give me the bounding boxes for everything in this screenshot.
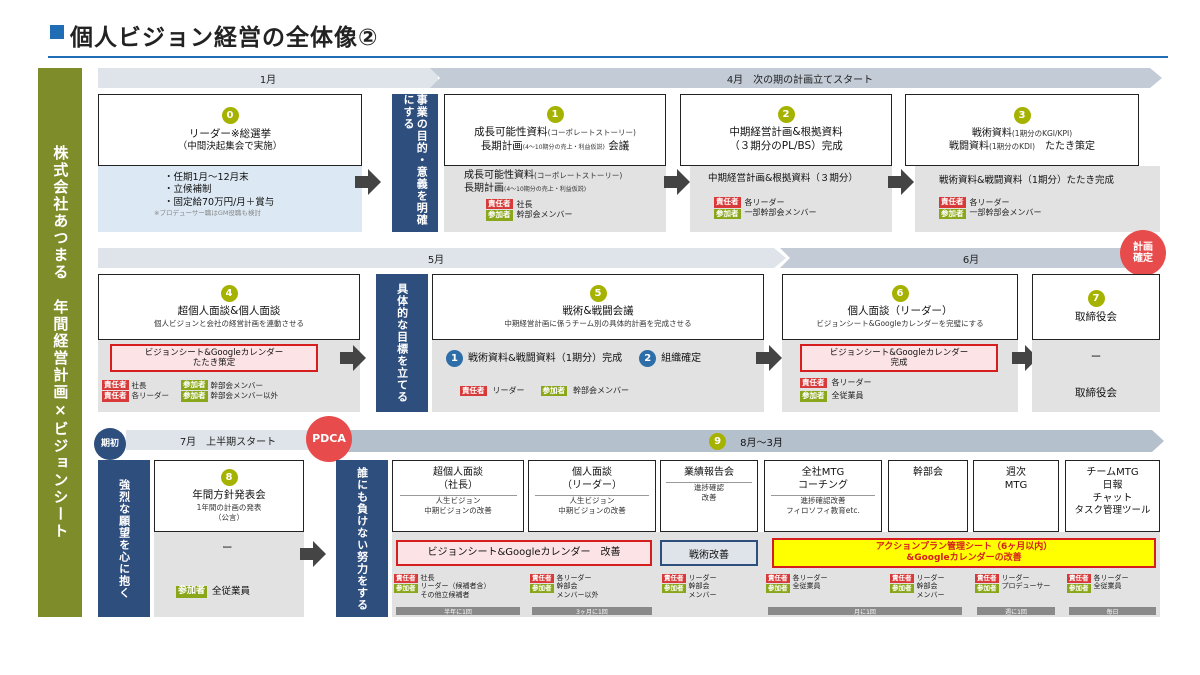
frequency-label: 半年に1回 — [396, 607, 520, 616]
vision-sheet-draft-box: ビジョンシート&Googleカレンダー たたき策定 — [110, 344, 318, 372]
activity-card: 業績報告会 進捗確認改善 — [660, 460, 758, 532]
activity-card: 超個人面談 （社長）人生ビジョン中期ビジョンの改善 — [392, 460, 524, 532]
section-tag-goal: 具体的な目標を立てる — [376, 274, 428, 412]
arrow-right-icon — [313, 541, 326, 567]
frequency-label: 月に1回 — [768, 607, 962, 616]
vision-sheet-improve-box: ビジョンシート&Googleカレンダー 改善 — [396, 540, 652, 566]
activity-members: 責任者 参加者 各リーダー 全従業員 — [1067, 574, 1129, 594]
timeline-bar-apr — [430, 68, 1162, 88]
section-tag-effort: 誰にも負けない努力をする — [336, 460, 388, 617]
action-plan-box: アクションプラン管理シート（6ヶ月以内） &Googleカレンダーの改善 — [772, 538, 1156, 568]
section-tag-desire: 強烈な願望を心に抱く — [98, 460, 150, 617]
arrow-right-icon — [677, 169, 690, 195]
activity-card: チームMTG 日報チャットタスク管理ツール — [1065, 460, 1160, 532]
frequency-label: 3ヶ月に1回 — [532, 607, 652, 616]
step-4-card: 4 超個人面談&個人面談 個人ビジョンと会社の経営計画を連動させる — [98, 274, 360, 340]
arrow-right-icon — [901, 169, 914, 195]
timeline-bar-jan: 1月 — [98, 68, 438, 88]
sidebar-label: 株式会社あつまる 年間経営計画×ビジョンシート — [38, 68, 82, 617]
step-1-card: 1 成長可能性資料(コーポレートストーリー) 長期計画(4～10期分の売上・利益… — [444, 94, 666, 166]
responsible-badge: 責任者 — [486, 199, 513, 210]
step-2-card: 2 中期経営計画&根拠資料 （３期分のPL/BS）完成 — [680, 94, 892, 166]
vision-sheet-complete-box: ビジョンシート&Googleカレンダー 完成 — [800, 344, 998, 372]
step-6-card: 6 個人面談（リーダー） ビジョンシート&Googleカレンダーを完璧にする — [782, 274, 1018, 340]
step-3-card: 3 戦術資料(1期分のKGI/KPI) 戦闘資料(1期分のKDI) たたき策定 — [905, 94, 1139, 166]
activity-card: 全社MTG コーチング進捗確認改善フィロソフィ教育etc. — [764, 460, 882, 532]
activity-members: 責任者 参加者 リーダー 幹部会メンバー — [662, 574, 717, 599]
period-start-badge: 期初 — [94, 428, 126, 460]
step-1-detail: 成長可能性資料(コーポレートストーリー) 長期計画(4～10期分の売上・利益仮説… — [444, 166, 666, 232]
step-7-card: 7 取締役会 — [1032, 274, 1160, 340]
step-0-detail: ・任期1月～12月末 ・立候補制 ・固定給70万円/月＋賞与 ※プロデューサー職… — [98, 166, 362, 232]
plan-fixed-badge: 計画 確定 — [1120, 230, 1166, 276]
frequency-label: 毎日 — [1069, 607, 1156, 616]
step-8-detail: ー 参加者全従業員 — [154, 532, 304, 617]
tactics-improve-box: 戦術改善 — [660, 540, 758, 566]
step-7-detail: ー 取締役会 — [1032, 340, 1160, 412]
step-5-detail — [432, 340, 764, 412]
pdca-badge: PDCA — [306, 416, 352, 462]
step-number: 0 — [221, 106, 239, 124]
activity-members: 責任者 参加者 リーダー プロデューサー — [975, 574, 1051, 594]
step-2-detail: 中期経営計画&根拠資料（３期分） 責任者 参加者 各リーダー一部幹部会メンバー — [690, 166, 892, 232]
activity-members: 責任者 参加者 社長 リーダー（候補者含）その他立候補者 — [394, 574, 491, 599]
activity-card: 個人面談 （リーダー）人生ビジョン中期ビジョンの改善 — [528, 460, 656, 532]
sidebar-line1: 株式会社あつまる — [51, 145, 70, 281]
step-5-card: 5 戦術&戦闘会議 中期経営計画に係うチーム別の具体的計画を完成させる — [432, 274, 764, 340]
frequency-label: 週に1回 — [977, 607, 1055, 616]
timeline-bar-jul: 7月 上半期スタート — [126, 430, 330, 450]
sidebar-line2: 年間経営計画×ビジョンシート — [51, 299, 70, 540]
participant-badge: 参加者 — [486, 210, 513, 221]
title-underline — [48, 56, 1168, 58]
step-8-card: 8 年間方針発表会 1年間の計画の発表 （公言） — [154, 460, 304, 532]
activity-members: 責任者 参加者 各リーダー 幹部会メンバー以外 — [530, 574, 599, 599]
title-square — [50, 25, 64, 39]
timeline-bar-aug-mar — [340, 430, 1164, 452]
activity-members: 責任者 参加者 各リーダー 全従業員 — [766, 574, 828, 594]
activity-card: 幹部会 — [888, 460, 968, 532]
activity-card: 週次 MTG — [973, 460, 1059, 532]
section-tag-purpose: 事業の目的・意義を明確にする — [392, 94, 438, 232]
step-0-card: 0 リーダー※総選挙 （中間決起集会で実施） — [98, 94, 362, 166]
activity-members: 責任者 参加者 リーダー 幹部会メンバー — [890, 574, 945, 599]
page-title: 個人ビジョン経営の全体像② — [70, 25, 379, 51]
timeline-bar-may — [98, 248, 786, 268]
arrow-right-icon — [353, 345, 366, 371]
step-3-detail: 戦術資料&戦闘資料（1期分）たたき完成 責任者 参加者 各リーダー一部幹部会メン… — [915, 166, 1160, 232]
arrow-right-icon — [368, 169, 381, 195]
timeline-bar-jun — [780, 248, 1164, 268]
arrow-right-icon — [769, 345, 782, 371]
